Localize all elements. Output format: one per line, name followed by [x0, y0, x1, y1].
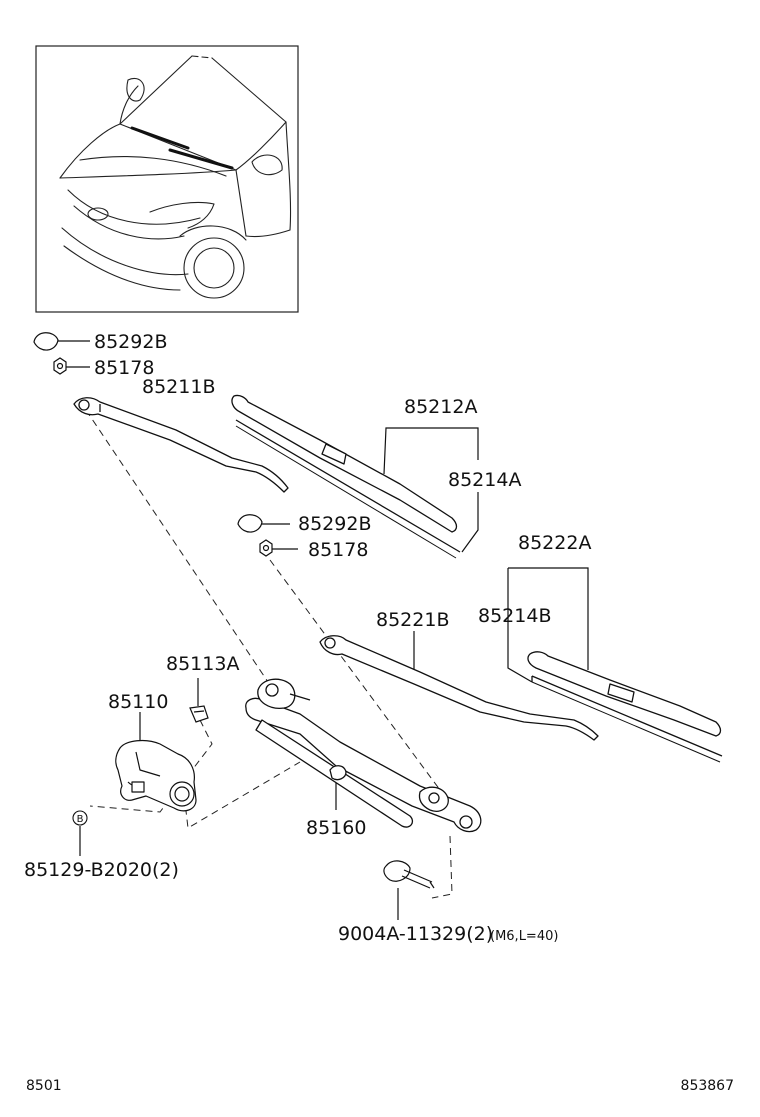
label-85292b-mid: 85292B: [298, 513, 371, 535]
label-9004a-spec: (M6,L=40): [490, 929, 558, 944]
part-labels: 85292B 85178 85211B 85212A 85214A 85292B…: [24, 331, 591, 945]
label-85129: 85129-B2020(2): [24, 859, 179, 881]
assembly-guide-lines: [85, 409, 453, 899]
wiper-arm-left: [73, 397, 289, 493]
wiper-blade-passenger: [527, 651, 723, 763]
callout-b: B: [72, 810, 88, 826]
footer-left-code: 8501: [26, 1078, 62, 1094]
label-85214a: 85214A: [448, 469, 521, 491]
label-85212a: 85212A: [404, 396, 477, 418]
label-9004a: 9004A-11329(2): [338, 923, 493, 945]
label-85178-mid: 85178: [308, 539, 368, 561]
footer-right-code: 853867: [681, 1078, 734, 1094]
label-85110: 85110: [108, 691, 168, 713]
leader-lines: [58, 340, 589, 920]
wiper-arm-right: [319, 635, 599, 741]
svg-text:B: B: [77, 814, 84, 825]
mounting-bolt: [383, 860, 435, 889]
label-85211b: 85211B: [142, 376, 215, 398]
label-85222a: 85222A: [518, 532, 591, 554]
label-85214b: 85214B: [478, 605, 551, 627]
wiper-arm-nut-right: [259, 539, 273, 557]
motor-clip: [189, 705, 209, 723]
label-85178-top: 85178: [94, 357, 154, 379]
label-85113a: 85113A: [166, 653, 239, 675]
vehicle-overview-inset: [35, 45, 299, 313]
label-85160: 85160: [306, 817, 366, 839]
wiper-linkage: [245, 678, 482, 833]
wiper-blade-driver: [231, 394, 461, 559]
wiper-arm-cap-right: [237, 514, 263, 533]
label-85221b: 85221B: [376, 609, 449, 631]
wiper-arm-nut-left: [53, 357, 67, 375]
wiper-motor: [115, 739, 197, 812]
wiper-arm-cap-left: [33, 332, 59, 351]
label-85292b-top: 85292B: [94, 331, 167, 353]
